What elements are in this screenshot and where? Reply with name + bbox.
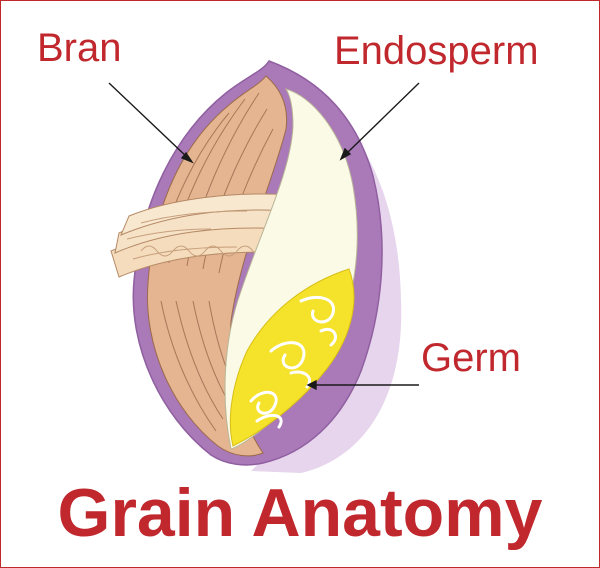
pointer-lines: [108, 82, 420, 391]
label-bran: Bran: [37, 26, 122, 70]
bran-pointer-line: [108, 82, 189, 159]
bran-body: [146, 75, 288, 457]
label-endosperm: Endosperm: [334, 29, 539, 73]
germ-pointer-arrow: [306, 379, 317, 391]
diagram-title: Grain Anatomy: [57, 475, 543, 551]
germ: [229, 268, 355, 447]
bran-pointer-arrow: [180, 151, 194, 164]
endosperm-pointer-arrow: [339, 147, 352, 161]
label-germ: Germ: [421, 336, 521, 380]
endosperm-pointer-line: [345, 82, 420, 155]
